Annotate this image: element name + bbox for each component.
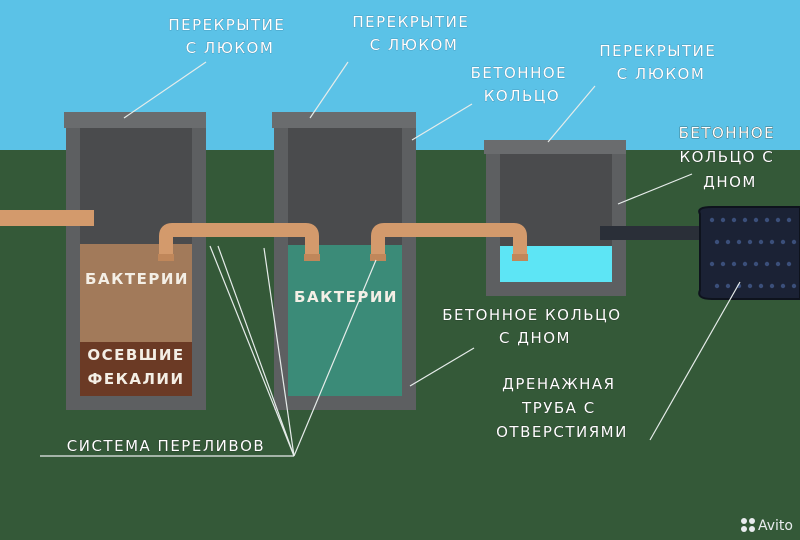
label-bacteria-2: БАКТЕРИИ	[294, 288, 398, 306]
leader-lid3	[547, 85, 596, 143]
tank-1-settled-layer	[80, 342, 192, 396]
drain-tube-body	[698, 206, 800, 300]
perforation-hole	[786, 217, 792, 223]
perforation-hole	[720, 261, 726, 267]
perforation-hole	[780, 283, 786, 289]
perforation-hole	[731, 217, 737, 223]
tank-1	[64, 112, 206, 410]
label-lid1: ПЕРЕКРЫТИЕ С ЛЮКОМ	[168, 16, 291, 57]
perforation-hole	[731, 261, 737, 267]
perforation-hole	[780, 239, 786, 245]
leader-lid2	[309, 61, 349, 119]
perforation-hole	[742, 217, 748, 223]
inlet-pipe	[0, 210, 94, 226]
label-drain: ДРЕНАЖНАЯ ТРУБА С ОТВЕРСТИЯМИ	[496, 375, 628, 441]
tank-2	[272, 112, 416, 410]
overflow-pipe-1	[159, 223, 319, 258]
overflow-pipe-2-end-b	[512, 254, 528, 261]
leader-overflow-4	[263, 247, 295, 457]
perforation-hole	[769, 239, 775, 245]
drain-perforations	[709, 217, 797, 289]
perforation-hole	[758, 239, 764, 245]
outlet-pipe	[600, 226, 710, 240]
label-settled-2: ФЕКАЛИИ	[87, 370, 184, 388]
leader-ring1	[411, 103, 473, 141]
perforation-hole	[758, 283, 764, 289]
leader-drain	[649, 281, 741, 441]
avito-logo-icon	[741, 518, 755, 532]
label-bacteria-1: БАКТЕРИИ	[85, 270, 189, 288]
overflow-pipe-1-end-b	[304, 254, 320, 261]
leader-overflow-3	[293, 259, 377, 457]
tank-2-lid	[272, 112, 416, 128]
tank-2-water	[288, 245, 402, 396]
leader-lid1	[123, 61, 207, 119]
label-overflow-system: СИСТЕМА ПЕРЕЛИВОВ	[67, 437, 265, 455]
overflow-pipe-2-end-a	[370, 254, 386, 261]
drain-tube	[698, 206, 800, 300]
watermark: Avito	[741, 518, 793, 534]
perforation-hole	[736, 239, 742, 245]
perforation-hole	[747, 239, 753, 245]
perforation-hole	[764, 261, 770, 267]
label-ring-bottom-right: БЕТОННОЕ КОЛЬЦО С ДНОМ	[679, 124, 782, 191]
perforation-hole	[764, 217, 770, 223]
perforation-hole	[725, 239, 731, 245]
perforation-hole	[753, 217, 759, 223]
perforation-hole	[775, 217, 781, 223]
labels: ПЕРЕКРЫТИЕ С ЛЮКОМ ПЕРЕКРЫТИЕ С ЛЮКОМ БЕ…	[66, 13, 782, 456]
perforation-hole	[720, 217, 726, 223]
watermark-text: Avito	[758, 518, 793, 534]
perforation-hole	[791, 239, 797, 245]
tank-3	[484, 140, 626, 296]
pipes	[0, 210, 710, 261]
perforation-hole	[714, 239, 720, 245]
overflow-pipe-2	[371, 223, 527, 258]
perforation-hole	[714, 283, 720, 289]
perforation-hole	[742, 261, 748, 267]
perforation-hole	[753, 261, 759, 267]
label-ring-bottom-mid: БЕТОННОЕ КОЛЬЦО С ДНОМ	[442, 306, 628, 347]
perforation-hole	[769, 283, 775, 289]
label-lid2: ПЕРЕКРЫТИЕ С ЛЮКОМ	[352, 13, 475, 54]
leader-ring-bottom-right	[617, 173, 693, 205]
tank-1-lid	[64, 112, 206, 128]
perforation-hole	[747, 283, 753, 289]
perforation-hole	[791, 283, 797, 289]
label-lid3: ПЕРЕКРЫТИЕ С ЛЮКОМ	[599, 42, 722, 83]
leader-lines	[40, 61, 741, 457]
leader-ring-bottom-mid	[409, 347, 475, 387]
perforation-hole	[709, 217, 715, 223]
leader-overflow-2	[217, 245, 295, 457]
label-settled-1: ОСЕВШИЕ	[87, 346, 184, 364]
perforation-hole	[709, 261, 715, 267]
tank-3-lid	[484, 140, 626, 154]
perforation-hole	[786, 261, 792, 267]
perforation-hole	[725, 283, 731, 289]
leader-overflow-1	[209, 245, 295, 457]
tank-1-bacteria-layer	[80, 244, 192, 342]
label-ring1: БЕТОННОЕ КОЛЬЦО	[471, 64, 574, 105]
perforation-hole	[775, 261, 781, 267]
overflow-pipe-1-end-a	[158, 254, 174, 261]
